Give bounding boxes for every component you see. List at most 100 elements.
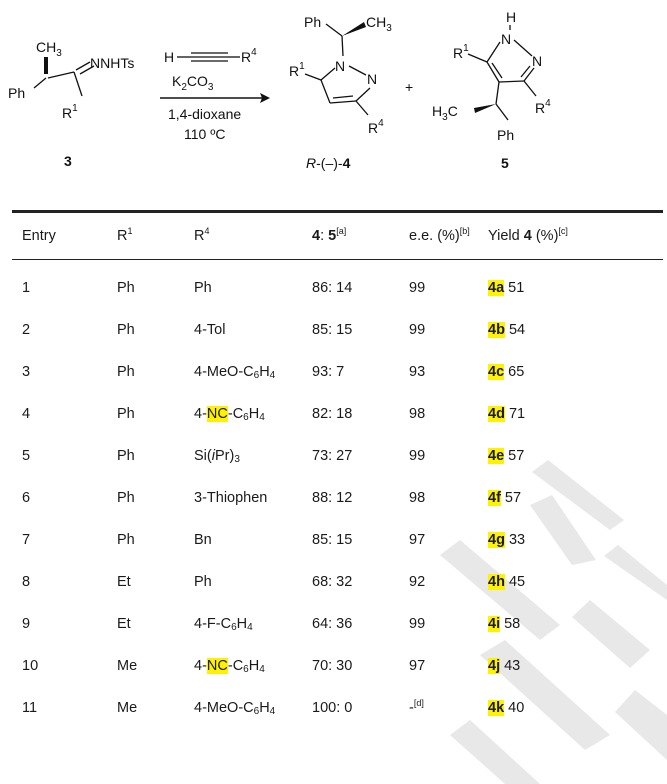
header-ratio: 4: 5[a] [312,226,347,245]
cell-entry: 11 [22,700,38,716]
table-row: 10 Me 4-NC-C6H4 70: 30 97 4j 43 [0,646,667,686]
cell-ratio: 85: 15 [312,532,353,548]
header-entry: Entry [22,228,56,244]
cell-ee: 92 [409,574,426,590]
header-r4: R4 [194,226,210,245]
solvent-label: 1,4-dioxane [168,106,241,122]
cell-r4: 4-MeO-C6H4 [194,700,276,717]
cell-ratio: 86: 14 [312,280,353,296]
cell-r4: 4-Tol [194,322,226,338]
reaction-conditions: H R4 K2CO3 1,4-dioxane 110 ºC [160,47,270,142]
plus-sign: + [405,79,413,95]
p5-r1: R1 [453,43,469,61]
cell-r1: Et [117,574,131,590]
cell-ratio: 82: 18 [312,406,353,422]
cell-entry: 2 [22,322,31,338]
cell-r4: Si(iPr)3 [194,448,240,465]
cell-entry: 3 [22,364,31,380]
header-ee: e.e. (%)[b] [409,226,470,245]
header-yield: Yield 4 (%)[c] [488,226,568,245]
cell-ratio: 73: 27 [312,448,353,464]
watermark-shape-3 [530,495,596,565]
cell-ee: 99 [409,280,426,296]
cell-r1: Ph [117,322,135,338]
sm-r1: R1 [62,103,78,121]
table-row: 6 Ph 3-Thiophen 88: 12 98 4f 57 [0,478,667,518]
cell-ratio: 88: 12 [312,490,353,506]
p4-ch3: CH3 [366,14,392,34]
product-5: H N N R1 R4 H3C Ph 5 [432,9,551,171]
cell-r4: 4-MeO-C6H4 [194,364,276,381]
watermark-shape-2 [604,545,667,600]
cell-yield: 4c 65 [488,364,525,380]
cell-ee: 99 [409,616,426,632]
p5-h3c: H3C [432,103,458,123]
cell-entry: 8 [22,574,31,590]
sm-nnhts: NNHTs [90,55,134,71]
highlighted-text: NC [206,406,228,422]
watermark-shape-8 [450,720,540,784]
cell-yield: 4j 43 [488,658,521,674]
cell-yield: 4e 57 [488,448,525,464]
cell-ee: 99 [409,448,426,464]
cell-r4: Bn [194,532,212,548]
cell-entry: 1 [22,280,31,296]
cell-entry: 4 [22,406,31,422]
cell-entry: 5 [22,448,31,464]
cell-entry: 10 [22,658,39,674]
cell-r4: Ph [194,280,212,296]
cell-r4: 4-NC-C6H4 [194,658,265,675]
compound-label: 4d [488,406,505,422]
cell-entry: 7 [22,532,31,548]
table-row: 3 Ph 4-MeO-C6H4 93: 7 93 4c 65 [0,352,667,392]
cell-r1: Ph [117,364,135,380]
watermark-shape-4 [440,540,560,640]
p4-label: R-(–)-4 [306,155,351,171]
cell-r1: Ph [117,448,135,464]
compound-label: 4i [488,616,501,632]
cell-r1: Et [117,616,131,632]
table-header: Entry R1 R4 4: 5[a] e.e. (%)[b] Yield 4 … [0,216,667,256]
p4-r1: R1 [289,61,305,79]
p5-r4: R4 [535,98,551,116]
p4-ph: Ph [304,14,321,30]
temperature-label: 110 ºC [184,126,225,142]
cell-r1: Ph [117,532,135,548]
p4-r4: R4 [368,118,384,136]
cell-entry: 6 [22,490,31,506]
sm-ph: Ph [8,85,25,101]
watermark-shape-5 [572,600,650,668]
compound-label: 4k [488,700,505,716]
p5-n1: N [501,31,511,47]
cell-r1: Me [117,700,138,716]
table-header-rule [12,259,663,260]
table-top-rule [12,210,663,213]
watermark-shape-6 [480,640,610,750]
p5-label: 5 [501,155,509,171]
cell-ee: 98 [409,406,426,422]
cell-ee: 99 [409,322,426,338]
cell-yield: 4a 51 [488,280,525,296]
table-row: 2 Ph 4-Tol 85: 15 99 4b 54 [0,310,667,350]
alkyne-r4: R4 [241,47,257,65]
table-row: 4 Ph 4-NC-C6H4 82: 18 98 4d 71 [0,394,667,434]
cell-r4: 4-NC-C6H4 [194,406,265,423]
cell-yield: 4g 33 [488,532,526,548]
cell-r1: Ph [117,406,135,422]
compound-label: 4g [488,532,505,548]
table-row: 7 Ph Bn 85: 15 97 4g 33 [0,520,667,560]
cell-yield: 4b 54 [488,322,526,338]
cell-ee: -[d] [409,698,424,717]
cell-ratio: 68: 32 [312,574,353,590]
compound-label: 4j [488,658,501,674]
cell-yield: 4h 45 [488,574,526,590]
p5-ph: Ph [497,127,514,143]
alkyne-h: H [164,49,174,65]
compound-label: 4b [488,322,505,338]
cell-ratio: 85: 15 [312,322,353,338]
table-row: 1 Ph Ph 86: 14 99 4a 51 [0,268,667,308]
cell-ratio: 93: 7 [312,364,345,380]
reaction-scheme: CH3 Ph NNHTs R1 3 H R4 K2CO3 1,4-dioxane… [8,9,551,171]
starting-material-3: CH3 Ph NNHTs R1 3 [8,39,134,169]
